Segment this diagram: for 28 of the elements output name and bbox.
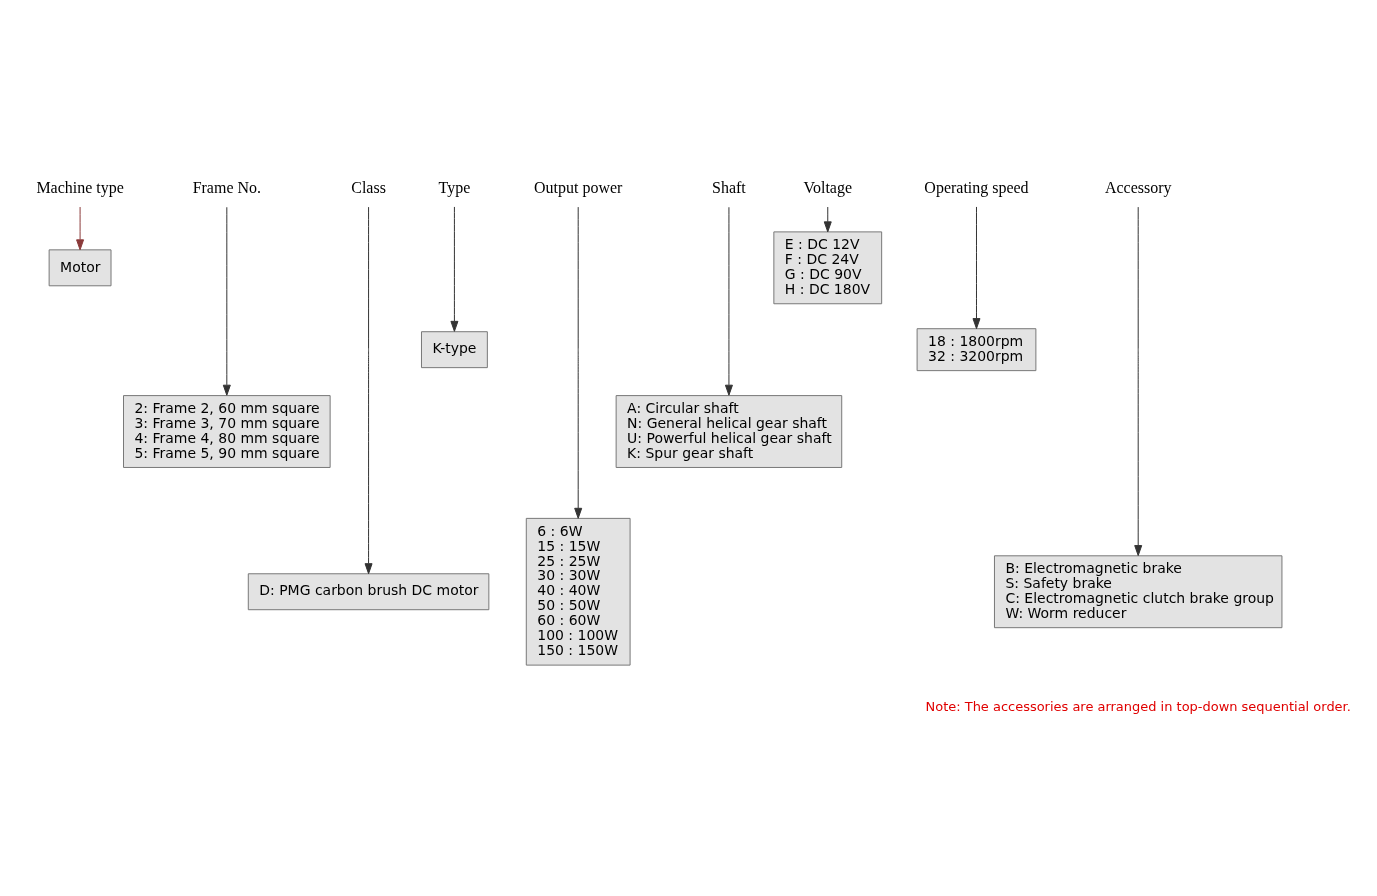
- node-box: 2: Frame 2, 60 mm square 3: Frame 3, 70 mm square 4: Frame 4, 80 mm square 5: Frame 5, 90 mm square: [123, 394, 331, 468]
- node-box: 6 : 6W 15 : 15W 25 : 25W 30 : 30W 40 : 40W 50 : 50W 60 : 60W 100 : 100W 150 : 150W: [525, 517, 631, 666]
- node-text: Output power: [534, 178, 623, 196]
- node-box: Motor: [48, 248, 112, 286]
- arrow: [222, 206, 231, 396]
- arrow: [450, 205, 459, 332]
- node-box: K-type: [420, 330, 488, 368]
- node-box: E : DC 12V F : DC 24V G : DC 90V H : DC 180V: [773, 230, 883, 304]
- arrow: [724, 206, 733, 396]
- arrow: [364, 206, 373, 574]
- node-box: 18 : 1800rpm 32 : 3200rpm: [916, 327, 1037, 371]
- node-text: Machine type: [36, 178, 124, 196]
- node-text: Type: [438, 178, 471, 196]
- node-box: D: PMG carbon brush DC motor: [247, 572, 490, 610]
- label: Note: The accessories are arranged in top-down sequential order.: [925, 698, 1351, 714]
- node-box: A: Circular shaft N: General helical gear shaft U: Powerful helical gear shaft K: Spur gear shaft: [615, 394, 843, 468]
- arrow: [574, 206, 583, 519]
- node-text: Class: [351, 178, 386, 196]
- arrow: [1134, 206, 1143, 556]
- node-text: Operating speed: [924, 178, 1029, 196]
- node-text: Voltage: [803, 178, 852, 196]
- arrow: [76, 206, 85, 250]
- node-text: Accessory: [1104, 178, 1172, 196]
- arrow: [972, 205, 981, 329]
- node-text: Frame No.: [192, 178, 261, 196]
- node-box: B: Electromagnetic brake S: Safety brake C: Electromagnetic clutch brake group W: Worm reducer: [993, 554, 1283, 628]
- node-text: Shaft: [712, 178, 746, 196]
- arrow: [823, 206, 832, 232]
